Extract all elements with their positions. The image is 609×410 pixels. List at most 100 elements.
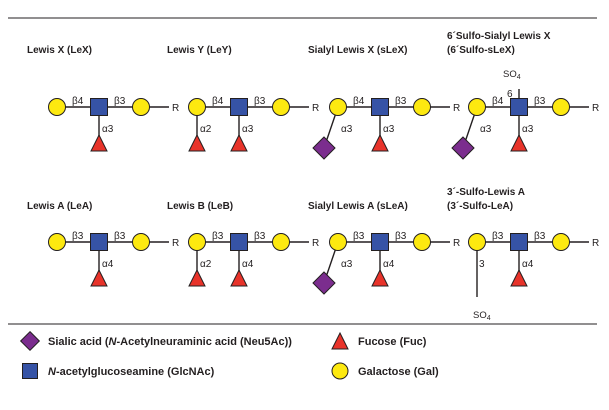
- glcnac-icon: [371, 98, 389, 116]
- reducing-end-label: R: [592, 103, 599, 114]
- glycan-structure: Lewis X (LeX) β4 β3 α3 R: [27, 45, 179, 152]
- reducing-end-label: R: [592, 238, 599, 249]
- galactose-icon: [48, 98, 66, 116]
- structure-title: Lewis X (LeX): [27, 45, 92, 56]
- fucose-icon: [230, 133, 248, 152]
- linkage-label: β3: [395, 96, 407, 107]
- sialic-acid-icon: [312, 136, 336, 160]
- sulfate-position-label: 6: [507, 89, 513, 100]
- fucose-icon: [510, 133, 528, 152]
- sialic-acid-icon: [19, 330, 41, 352]
- reducing-end-label: R: [312, 103, 319, 114]
- glycan-structure: Sialyl Lewis X (sLeX) β4 β3 α3 Rα3: [308, 45, 460, 160]
- galactose-icon: [468, 233, 486, 251]
- linkage-label: β4: [353, 96, 365, 107]
- linkage-label: α2: [200, 124, 212, 135]
- linkage-label: β3: [212, 231, 224, 242]
- galactose-icon: [329, 98, 347, 116]
- linkage-label: β4: [212, 96, 224, 107]
- linkage-label: β3: [114, 96, 126, 107]
- linkage-label: α4: [383, 259, 395, 270]
- galactose-icon: [468, 98, 486, 116]
- glcnac-icon: [230, 98, 248, 116]
- linkage-label: α3: [522, 124, 534, 135]
- glcnac-icon: [230, 233, 248, 251]
- linkage-label: α4: [102, 259, 114, 270]
- sulfate-label: SO4: [503, 69, 521, 81]
- linkage-label: β4: [72, 96, 84, 107]
- linkage-label: β3: [114, 231, 126, 242]
- structure-title: Lewis A (LeA): [27, 201, 92, 212]
- structure-title: Sialyl Lewis A (sLeA): [308, 201, 408, 212]
- sulfate-label: SO4: [473, 310, 491, 322]
- galactose-icon: [329, 233, 347, 251]
- fucose-icon: [90, 133, 108, 152]
- legend-label: Galactose (Gal): [358, 366, 439, 378]
- linkage-label: β4: [492, 96, 504, 107]
- legend-item: Sialic acid (N-Acetylneuraminic acid (Ne…: [19, 330, 292, 352]
- reducing-end-label: R: [453, 103, 460, 114]
- structure-title: 6´Sulfo-Sialyl Lewis X: [447, 31, 551, 42]
- linkage-label: β3: [254, 231, 266, 242]
- legend-item: N-acetylglucoseamine (GlcNAc): [22, 363, 215, 379]
- sulfate-position-label: 3: [479, 259, 485, 270]
- legend-label: Fucose (Fuc): [358, 336, 427, 348]
- structure-title: Lewis B (LeB): [167, 201, 233, 212]
- legend-label: N-acetylglucoseamine (GlcNAc): [48, 366, 215, 378]
- structure-title: 3´-Sulfo-Lewis A: [447, 187, 525, 198]
- fucose-icon: [188, 268, 206, 287]
- reducing-end-label: R: [172, 103, 179, 114]
- fucose-icon: [230, 268, 248, 287]
- fucose-icon: [90, 268, 108, 287]
- legend-label: Sialic acid (N-Acetylneuraminic acid (Ne…: [48, 336, 292, 348]
- linkage-label: α3: [383, 124, 395, 135]
- galactose-icon: [413, 98, 431, 116]
- linkage-label: β3: [395, 231, 407, 242]
- galactose-icon: [552, 233, 570, 251]
- glcnac-icon: [510, 98, 528, 116]
- linkage-label: α4: [522, 259, 534, 270]
- structure-title: (6´Sulfo-sLeX): [447, 45, 515, 56]
- linkage-label: β3: [72, 231, 84, 242]
- glcnac-icon: [22, 363, 38, 379]
- legend-item: Galactose (Gal): [331, 362, 439, 380]
- linkage-label: α4: [242, 259, 254, 270]
- galactose-icon: [132, 233, 150, 251]
- legend-item: Fucose (Fuc): [331, 331, 427, 350]
- linkage-label: α2: [200, 259, 212, 270]
- galactose-icon: [413, 233, 431, 251]
- reducing-end-label: R: [453, 238, 460, 249]
- linkage-label: α3: [341, 124, 353, 135]
- linkage-label: α3: [102, 124, 114, 135]
- linkage-label: β3: [534, 96, 546, 107]
- sialic-acid-icon: [312, 271, 336, 295]
- glcnac-icon: [90, 233, 108, 251]
- glycan-structure: Lewis B (LeB) β3 β3 α4 Rα2: [167, 201, 319, 287]
- fucose-icon: [371, 133, 389, 152]
- galactose-icon: [48, 233, 66, 251]
- galactose-icon: [552, 98, 570, 116]
- galactose-icon: [188, 233, 206, 251]
- linkage-label: β3: [534, 231, 546, 242]
- galactose-icon: [331, 362, 349, 380]
- linkage-label: α3: [480, 124, 492, 135]
- fucose-icon: [188, 133, 206, 152]
- linkage-label: β3: [353, 231, 365, 242]
- glcnac-icon: [371, 233, 389, 251]
- glcnac-icon: [90, 98, 108, 116]
- reducing-end-label: R: [172, 238, 179, 249]
- fucose-icon: [371, 268, 389, 287]
- glycan-structure: 6´Sulfo-Sialyl Lewis X (6´Sulfo-sLeX) β4 β3…: [447, 31, 599, 160]
- structure-title: Lewis Y (LeY): [167, 45, 232, 56]
- structure-title: Sialyl Lewis X (sLeX): [308, 45, 407, 56]
- legend: Sialic acid (N-Acetylneuraminic acid (Ne…: [19, 330, 439, 380]
- galactose-icon: [272, 233, 290, 251]
- fucose-icon: [331, 331, 349, 350]
- galactose-icon: [188, 98, 206, 116]
- galactose-icon: [132, 98, 150, 116]
